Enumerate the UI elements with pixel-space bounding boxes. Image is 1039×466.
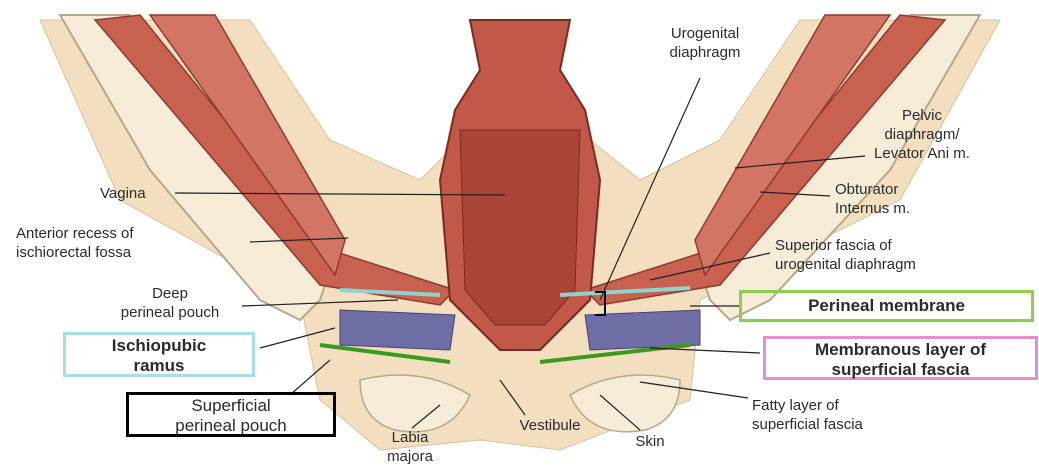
label-anterior-recess: Anterior recess of ischiorectal fossa bbox=[16, 224, 256, 262]
box-ischiopubic-ramus: Ischiopubic ramus bbox=[63, 332, 255, 377]
label-membranous-layer: Membranous layer of superficial fascia bbox=[766, 340, 1035, 380]
deep-pouch-left bbox=[340, 310, 455, 350]
label-superior-fascia: Superior fascia of urogenital diaphragm bbox=[775, 236, 1025, 274]
label-skin: Skin bbox=[620, 432, 680, 451]
box-superficial-perineal-pouch: Superficial perineal pouch bbox=[126, 392, 336, 437]
label-perineal-membrane: Perineal membrane bbox=[742, 296, 1031, 316]
label-deep-perineal-pouch: Deep perineal pouch bbox=[90, 284, 250, 322]
label-urogenital-diaphragm: Urogenital diaphragm bbox=[645, 24, 765, 62]
label-vestibule: Vestibule bbox=[500, 416, 600, 435]
label-obturator-internus: Obturator Internus m. bbox=[835, 180, 965, 218]
label-ischiopubic-ramus: Ischiopubic ramus bbox=[66, 336, 252, 376]
label-superficial-perineal-pouch: Superficial perineal pouch bbox=[129, 396, 333, 436]
box-membranous-layer: Membranous layer of superficial fascia bbox=[763, 336, 1038, 380]
label-vagina: Vagina bbox=[100, 184, 180, 203]
label-labia-majora: Labia majora bbox=[370, 428, 450, 466]
label-fatty-layer: Fatty layer of superficial fascia bbox=[752, 396, 972, 434]
label-pelvic-diaphragm: Pelvic diaphragm/ Levator Ani m. bbox=[862, 106, 982, 163]
box-perineal-membrane: Perineal membrane bbox=[739, 290, 1034, 322]
